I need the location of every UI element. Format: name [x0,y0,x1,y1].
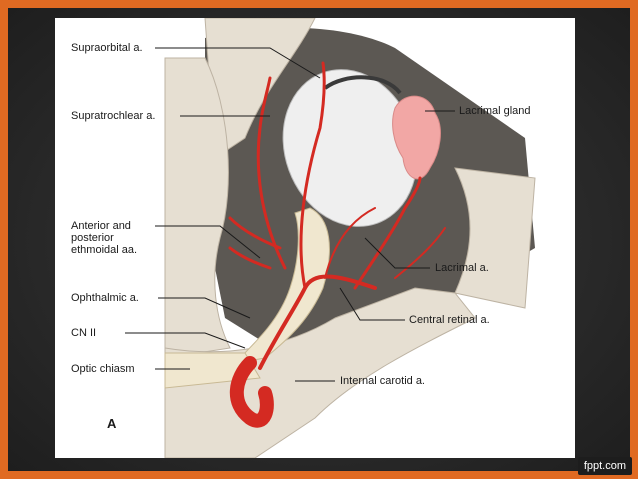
label-ethmoidal-line-1: Anterior and [71,220,131,232]
label-internal-carotid: Internal carotid a. [340,375,425,387]
lacrimal-artery-path [353,176,422,290]
label-cn2: CN II [71,327,97,339]
ethmoidal-branch-2 [228,246,272,270]
label-lacrimal-gland: Lacrimal gland [459,105,531,117]
supraorbital-branch [299,61,326,290]
label-ophthalmic: Ophthalmic a. [71,292,139,304]
medial-wall-bone [164,57,231,359]
ethmoidal-branch-1 [228,216,282,250]
label-ethmoidal-line-3: ethmoidal aa. [71,244,138,256]
label-optic-chiasm: Optic chiasm [71,363,135,375]
label-supraorbital: Supraorbital a. [71,42,143,54]
posterior-ciliary-branch [324,207,376,279]
distal-lateral-branch [394,227,446,279]
internal-carotid-vessel [229,356,274,428]
label-lacrimal-artery: Lacrimal a. [435,262,489,274]
supratrochlear-branch [256,76,287,270]
lateral-wall-bone [454,167,536,309]
label-central-retinal: Central retinal a. [409,314,490,326]
orbital-roof-bone [204,18,316,159]
leader-lines [125,47,455,382]
panel-letter: A [107,416,117,431]
brand-watermark: fppt.com [577,457,632,475]
artery-network [228,61,446,428]
label-ethmoidal-line-2: posterior [71,232,114,244]
lacrimal-gland-shape [392,95,441,180]
label-supratrochlear: Supratrochlear a. [71,110,156,122]
orbit-anatomy-illustration [125,18,536,458]
cornea [323,75,402,95]
slide-canvas: Supraorbital a. Supratrochlear a. Anteri… [55,18,575,458]
